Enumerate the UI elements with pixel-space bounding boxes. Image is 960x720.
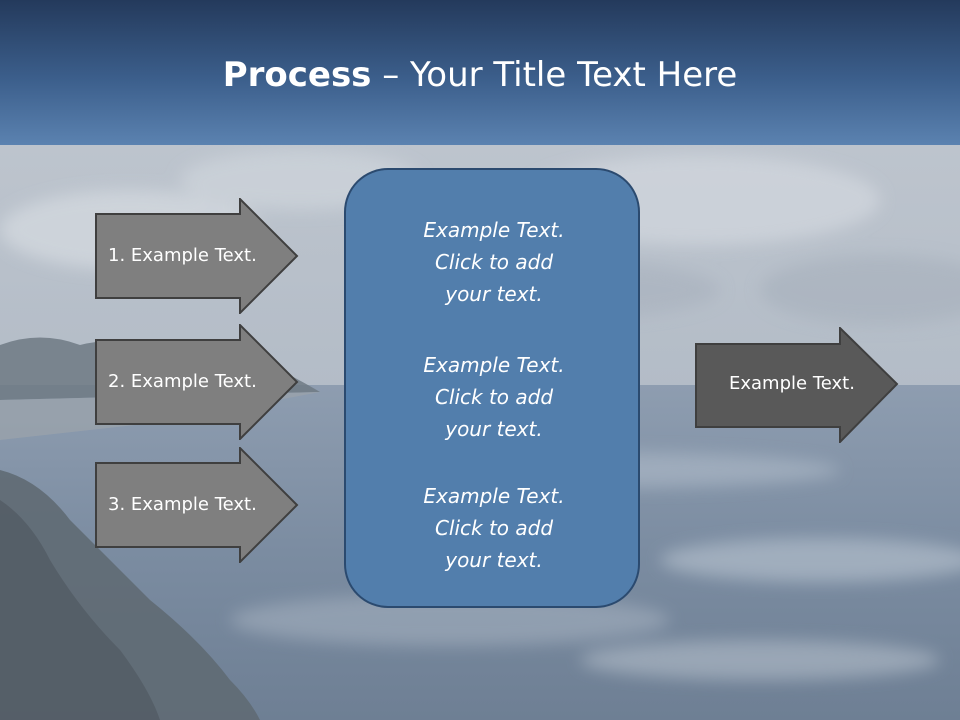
step-arrow-3[interactable]: 3. Example Text.: [95, 447, 300, 563]
center-paragraph-3[interactable]: Example Text. Click to add your text.: [346, 480, 642, 576]
arrow-right-shape: [695, 327, 899, 443]
output-arrow-label: Example Text.: [729, 373, 855, 394]
center-paragraph-line: Click to add: [434, 250, 554, 274]
step-arrow-2[interactable]: 2. Example Text.: [95, 324, 300, 440]
center-paragraph-line: your text.: [445, 548, 543, 572]
center-paragraph-line: Click to add: [434, 385, 554, 409]
arrow-right-shape: [95, 447, 299, 563]
title-rest-part: – Your Title Text Here: [371, 55, 738, 95]
step-arrow-label: 2. Example Text.: [108, 371, 257, 392]
center-paragraph-line: Click to add: [434, 516, 554, 540]
title-bar: [0, 0, 960, 145]
slide-title[interactable]: Process – Your Title Text Here: [0, 50, 960, 100]
center-paragraph-line: your text.: [445, 417, 543, 441]
process-center-box[interactable]: Example Text. Click to add your text. Ex…: [344, 168, 640, 608]
center-paragraph-1[interactable]: Example Text. Click to add your text.: [346, 214, 642, 310]
center-paragraph-line: Example Text.: [423, 218, 565, 242]
step-arrow-label: 3. Example Text.: [108, 494, 257, 515]
step-arrow-1[interactable]: 1. Example Text.: [95, 198, 300, 314]
center-paragraph-2[interactable]: Example Text. Click to add your text.: [346, 349, 642, 445]
output-arrow[interactable]: Example Text.: [695, 327, 900, 443]
center-paragraph-line: Example Text.: [423, 353, 565, 377]
step-arrow-label: 1. Example Text.: [108, 245, 257, 266]
arrow-right-shape: [95, 324, 299, 440]
center-paragraph-line: Example Text.: [423, 484, 565, 508]
title-bold-part: Process: [222, 55, 372, 95]
center-paragraph-line: your text.: [445, 282, 543, 306]
arrow-right-shape: [95, 198, 299, 314]
